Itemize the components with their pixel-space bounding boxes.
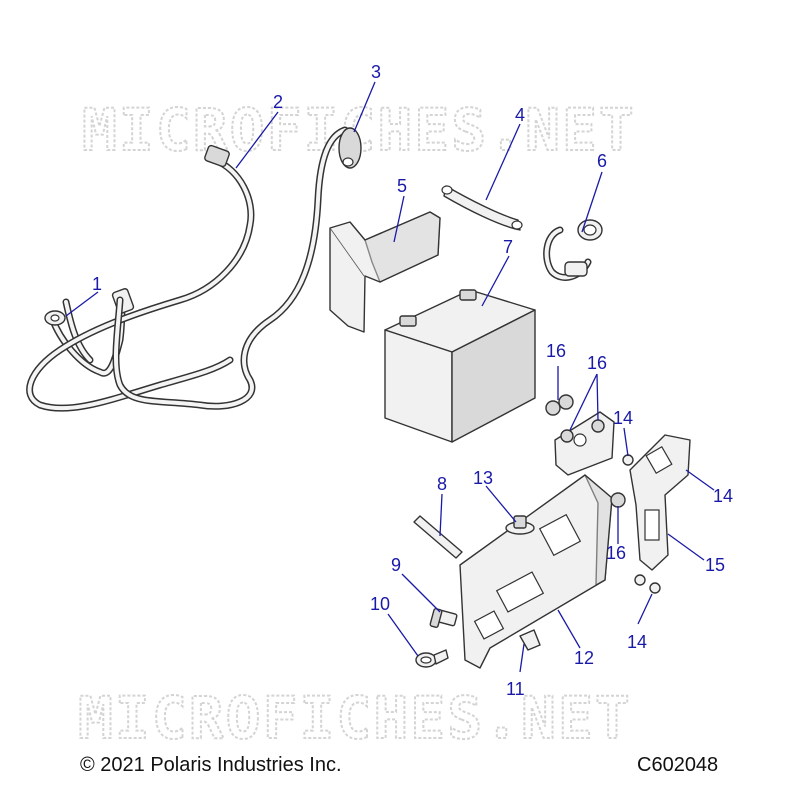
callout-14-bottom: 14 [627,632,647,652]
clamp [519,629,541,651]
callout-10: 10 [370,594,390,614]
callout-1: 1 [92,274,102,294]
wire-clip [415,649,449,668]
terminal-bracket [554,411,615,476]
main-wiring-cable [26,144,255,412]
callout-15: 15 [705,555,725,575]
callout-16-right: 16 [587,353,607,373]
battery-bracket [459,474,613,669]
battery-strap [441,185,523,231]
copyright-notice: © 2021 Polaris Industries Inc. [80,754,342,776]
callout-13: 13 [473,468,493,488]
callout-7: 7 [503,237,513,257]
positive-battery-cable [112,126,362,410]
callout-12: 12 [574,648,594,668]
battery [384,289,536,443]
callout-16-left: 16 [546,341,566,361]
screw-top [622,454,634,466]
callout-8: 8 [437,474,447,494]
callout-14-right: 14 [713,486,733,506]
cable-boot [543,219,603,281]
callout-4: 4 [515,105,525,125]
callout-2: 2 [273,92,283,112]
fastener [505,515,535,535]
callout-11: 11 [506,679,525,699]
callout-14-top: 14 [613,408,633,428]
battery-cover [329,211,441,333]
leader-lines [65,81,715,673]
callout-9: 9 [391,555,401,575]
screw-bottom [634,574,661,594]
drawing-number: C602048 [637,754,719,776]
bolt [429,608,458,628]
callout-16-lower: 16 [606,543,626,563]
callout-6: 6 [597,151,607,171]
retainer-bar [413,515,463,559]
callout-5: 5 [397,176,407,196]
callout-3: 3 [371,62,381,82]
mounting-plate [629,434,691,571]
watermark-bottom: MICROFICHES.NET [78,684,632,752]
